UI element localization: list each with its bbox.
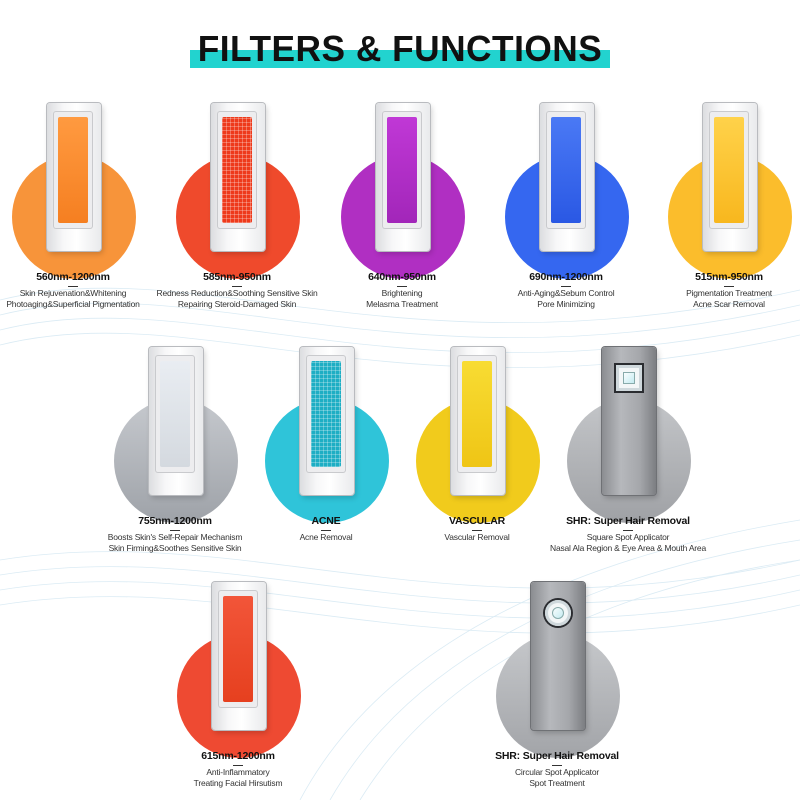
blue-filter: [551, 117, 581, 223]
circular-spot-icon: [545, 600, 571, 626]
handpiece-icon: [300, 347, 354, 495]
purple-filter: [387, 117, 417, 223]
wavelength-label: 560nm-1200nm: [36, 271, 110, 283]
description: Vascular Removal: [444, 532, 510, 542]
handpiece-icon: [376, 103, 430, 251]
filter-item-shr-square: SHR: Super Hair Removal Square Spot Appl…: [543, 347, 713, 577]
filter-item-shr-circular: SHR: Super Hair Removal Circular Spot Ap…: [472, 582, 642, 812]
wavelength-label: SHR: Super Hair Removal: [495, 750, 619, 762]
description: Acne Removal: [299, 532, 353, 542]
filter-item-585: 585nm-950nm Redness Reduction&Soothing S…: [152, 103, 322, 333]
wavelength-label: 640nm-950nm: [368, 271, 436, 283]
yellow-filter: [462, 361, 492, 467]
filter-item-acne: ACNE Acne Removal: [241, 347, 411, 577]
handpiece-icon: [47, 103, 101, 251]
filter-item-560: 560nm-1200nm Skin Rejuvenation&Whitening…: [0, 103, 158, 333]
wavelength-label: VASCULAR: [449, 515, 505, 527]
square-spot-icon: [616, 365, 642, 391]
handpiece-icon: [212, 582, 266, 730]
title-highlight-bar: [190, 50, 610, 68]
wavelength-label: SHR: Super Hair Removal: [566, 515, 690, 527]
wavelength-label: 585nm-950nm: [203, 271, 271, 283]
shr-circular-handpiece-icon: [531, 582, 585, 730]
orange-filter: [58, 117, 88, 223]
title-section: FILTERS & FUNCTIONS: [0, 28, 800, 74]
handpiece-icon: [451, 347, 505, 495]
handpiece-icon: [211, 103, 265, 251]
yellow-filter: [714, 117, 744, 223]
wavelength-label: 690nm-1200nm: [529, 271, 603, 283]
red-filter: [223, 596, 253, 702]
page-title: FILTERS & FUNCTIONS: [197, 28, 603, 69]
wavelength-label: 755nm-1200nm: [138, 515, 212, 527]
wavelength-label: 615nm-1200nm: [201, 750, 275, 762]
filter-item-755: 755nm-1200nm Boosts Skin's Self-Repair M…: [90, 347, 260, 577]
handpiece-icon: [703, 103, 757, 251]
red-mesh-filter: [222, 117, 252, 223]
handpiece-icon: [149, 347, 203, 495]
shr-square-handpiece-icon: [602, 347, 656, 495]
wavelength-label: ACNE: [311, 515, 341, 527]
clear-filter: [160, 361, 190, 467]
cyan-mesh-filter: [311, 361, 341, 467]
filter-item-vascular: VASCULAR Vascular Removal: [392, 347, 562, 577]
handpiece-icon: [540, 103, 594, 251]
description: Redness Reduction&Soothing Sensitive Ski…: [156, 288, 318, 309]
wavelength-label: 515nm-950nm: [695, 271, 763, 283]
